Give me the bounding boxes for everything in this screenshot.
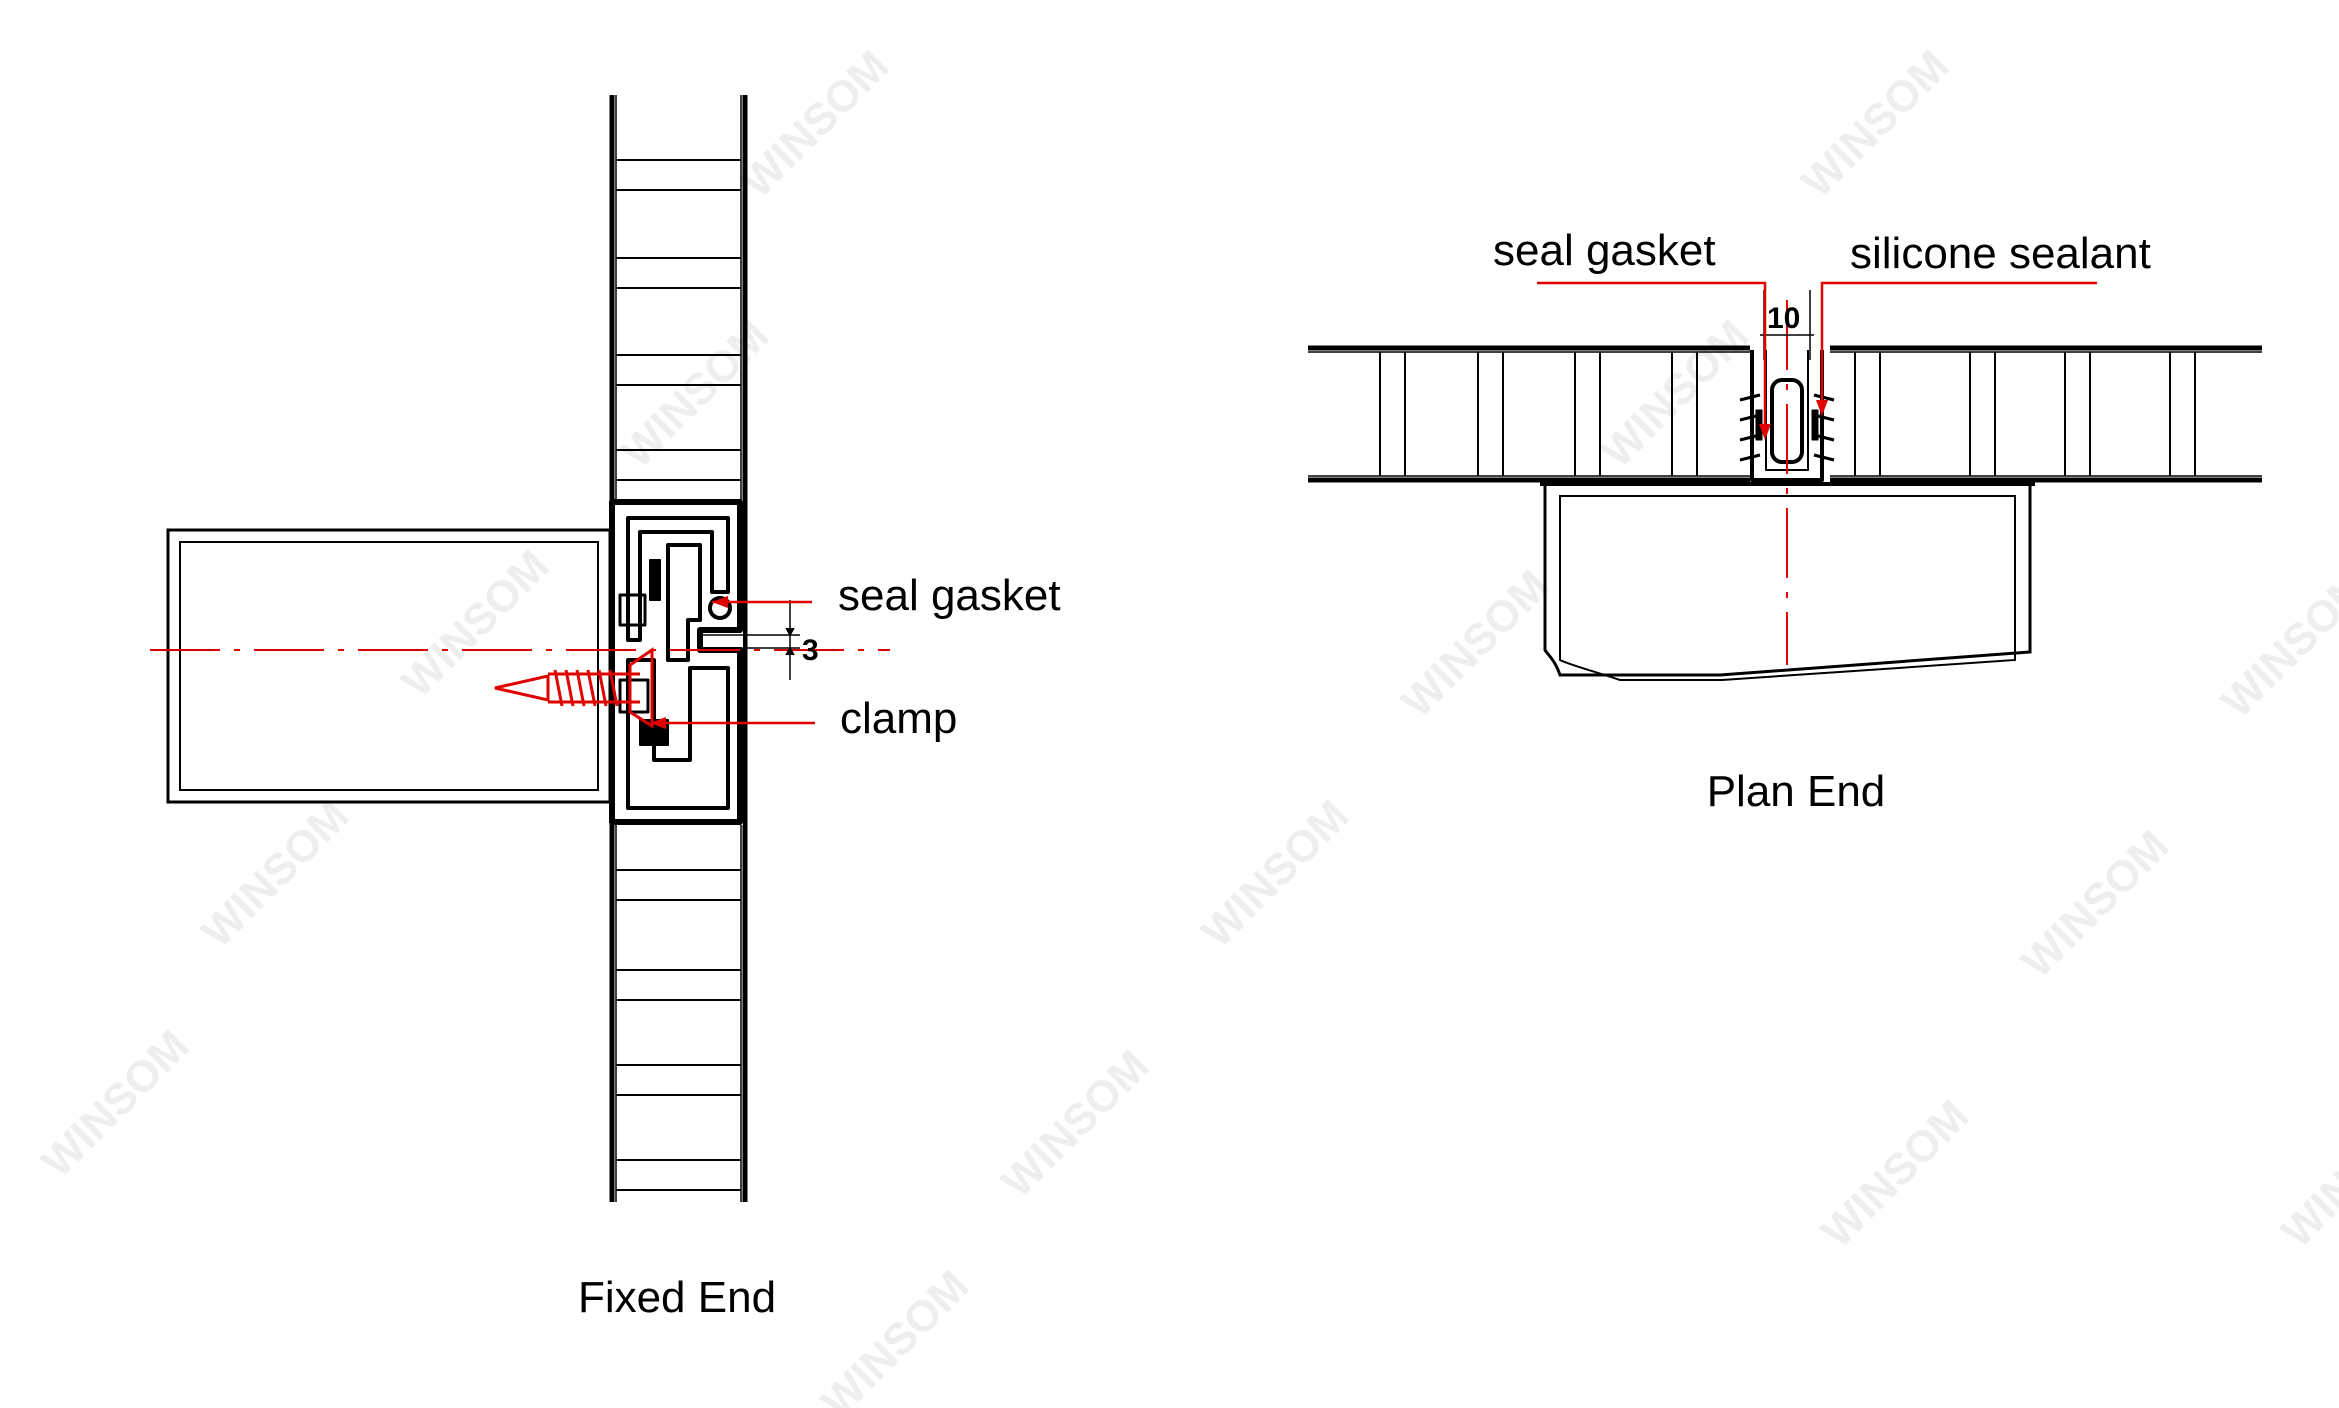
svg-text:WINSOM: WINSOM (1792, 41, 1958, 207)
svg-text:WINSOM: WINSOM (2212, 561, 2339, 727)
label-seal-gasket: seal gasket (838, 571, 1061, 620)
svg-text:WINSOM: WINSOM (392, 541, 558, 707)
dimension-label-10: 10 (1767, 302, 1800, 335)
svg-text:WINSOM: WINSOM (812, 1261, 978, 1408)
svg-text:WINSOM: WINSOM (1392, 561, 1558, 727)
screw (494, 647, 654, 729)
leader-lines (650, 596, 815, 729)
label-clamp: clamp (840, 694, 957, 743)
svg-text:WINSOM: WINSOM (192, 791, 358, 957)
svg-text:WINSOM: WINSOM (2012, 821, 2178, 987)
label-seal-gasket-plan: seal gasket (1493, 226, 1716, 275)
svg-text:WINSOM: WINSOM (612, 311, 778, 477)
dimension-label: 3 (802, 634, 819, 667)
svg-text:WINSOM: WINSOM (1812, 1091, 1978, 1257)
svg-text:WINSOM: WINSOM (1192, 791, 1358, 957)
svg-text:WINSOM: WINSOM (732, 41, 898, 207)
plan-end-detail: 10 seal gasket silicone sealant Plan End (1308, 226, 2262, 816)
fixed-end-detail: 3 seal gasket clamp Fixed End (150, 95, 1061, 1322)
base-support (1540, 482, 2035, 681)
svg-text:WINSOM: WINSOM (1592, 311, 1758, 477)
dimension-3 (700, 600, 800, 680)
plan-leader-lines (1537, 281, 2097, 440)
svg-text:WINSOM: WINSOM (32, 1021, 198, 1187)
svg-text:WINSOM: WINSOM (992, 1041, 1158, 1207)
label-silicone-sealant: silicone sealant (1850, 229, 2151, 278)
svg-text:WINSOM: WINSOM (2272, 1091, 2339, 1257)
caption-fixed-end: Fixed End (578, 1273, 776, 1322)
caption-plan-end: Plan End (1707, 767, 1886, 816)
